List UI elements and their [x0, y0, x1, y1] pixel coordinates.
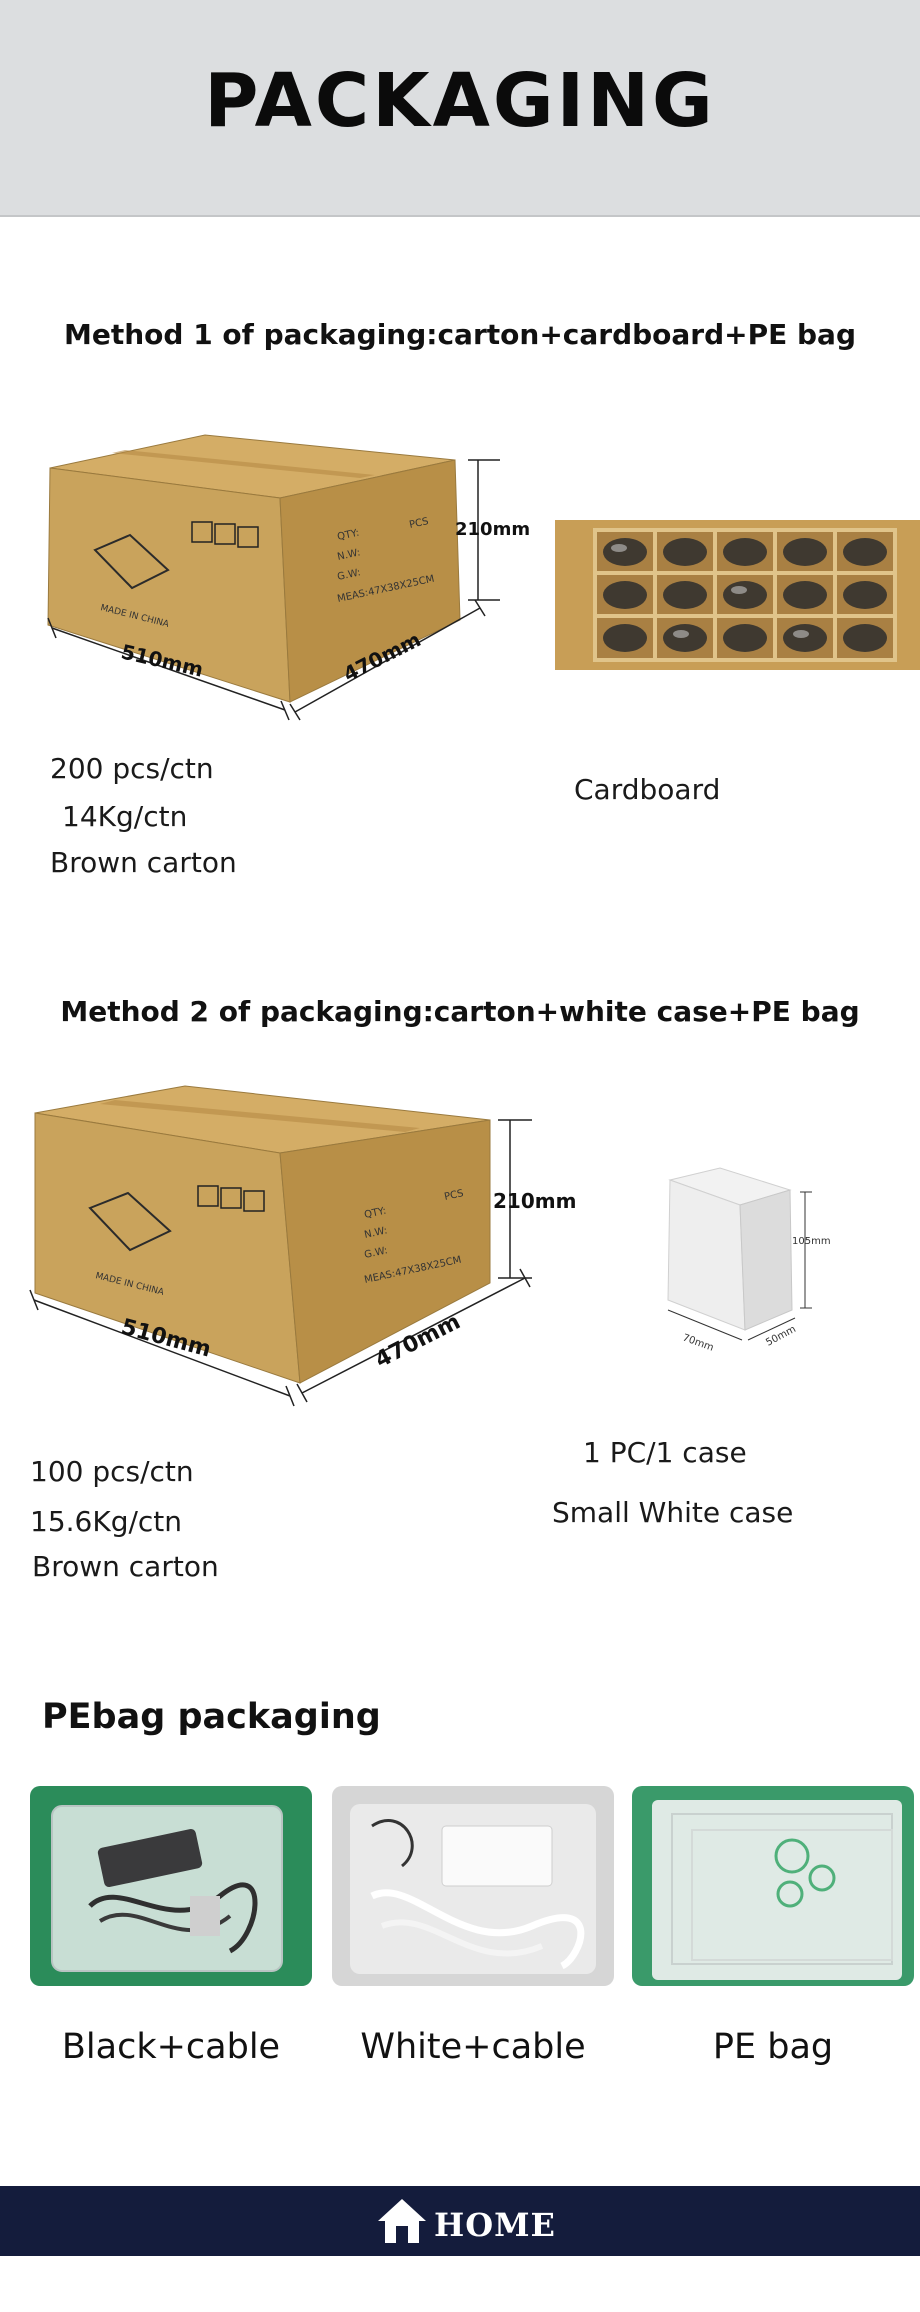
case-quantity: 1 PC/1 case [583, 1436, 747, 1469]
home-icon [378, 2199, 426, 2243]
page-title: PACKAGING [204, 58, 716, 144]
pebag-label-black: Black+cable [61, 2027, 281, 2067]
pebag-photo-empty [632, 1786, 914, 1986]
case-width-label: 70mm [681, 1332, 715, 1353]
method-1-weight: 14Kg/ctn [62, 800, 188, 833]
method-2-qty: 100 pcs/ctn [30, 1455, 194, 1488]
height-label-1: 210mm [455, 519, 530, 540]
page-header [0, 0, 920, 217]
pebag-photo-black [30, 1786, 312, 1986]
nw-text-2: N.W: [363, 1225, 388, 1241]
home-link[interactable]: HOME [376, 2194, 555, 2248]
case-height-label: 105mm [792, 1236, 831, 1247]
carton-box-diagram-1: MADE IN CHINA QTY: PCS N.W: G.W: MEAS:47… [47, 434, 530, 721]
gw-text: G.W: [336, 567, 361, 583]
method-2-carton-type: Brown carton [32, 1550, 219, 1583]
pebag-photo-white [332, 1786, 614, 1986]
footer-bar [0, 2186, 920, 2256]
pebag-section-title: PEbag packaging [42, 1697, 381, 1737]
method-1-title: Method 1 of packaging:carton+cardboard+P… [64, 318, 856, 351]
method-2-title: Method 2 of packaging:carton+white case+… [60, 995, 860, 1028]
pebag-label-white: White+cable [360, 2027, 586, 2067]
pebag-label-pebag: PE bag [712, 2027, 834, 2067]
method-2-weight: 15.6Kg/ctn [30, 1505, 183, 1538]
home-label: HOME [434, 2206, 556, 2244]
pcs-text: PCS [408, 516, 429, 531]
cardboard-photo [555, 520, 920, 670]
qty-text-2: QTY: [363, 1206, 387, 1221]
nw-text: N.W: [336, 547, 361, 563]
method-1-qty: 200 pcs/ctn [50, 752, 214, 785]
qty-text: QTY: [336, 528, 360, 543]
carton-box-diagram-2: MADE IN CHINA QTY: PCS N.W: G.W: MEAS:47… [29, 1085, 576, 1407]
pcs-text-2: PCS [443, 1188, 464, 1203]
gw-text-2: G.W: [363, 1245, 388, 1261]
white-case-diagram: 105mm 70mm 50mm [667, 1167, 831, 1354]
case-depth-label: 50mm [764, 1324, 798, 1349]
case-type: Small White case [552, 1496, 794, 1529]
method-1-carton-type: Brown carton [50, 846, 237, 879]
height-label-2: 210mm [493, 1189, 576, 1213]
cardboard-label: Cardboard [574, 773, 721, 806]
